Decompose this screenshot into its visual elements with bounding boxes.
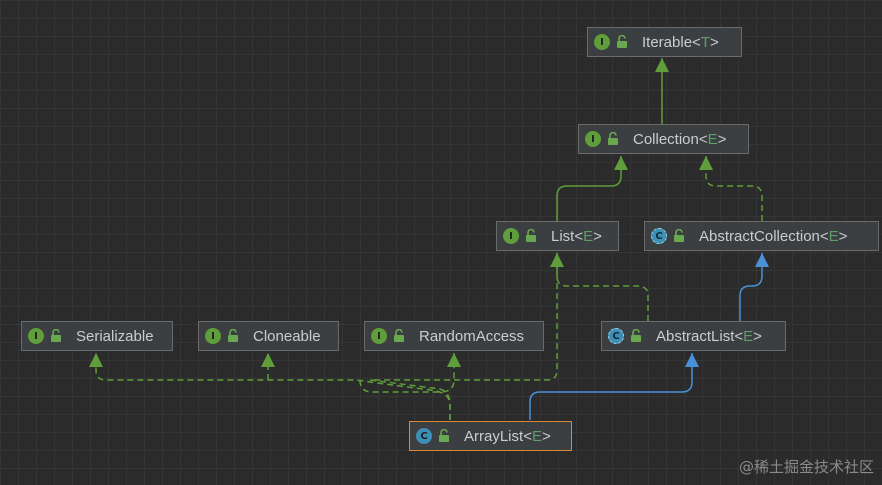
unlocked-icon — [617, 35, 627, 48]
arrowhead-abstractlist — [685, 353, 699, 367]
node-label: AbstractCollection < E > — [699, 228, 847, 245]
node-label: List < E > — [551, 228, 602, 245]
abstract-class-icon: C — [651, 228, 667, 244]
class-name: Iterable — [642, 33, 693, 51]
node-label: ArrayList < E > — [464, 428, 551, 445]
arrowhead-collection-left — [614, 156, 628, 170]
node-label: Collection < E > — [633, 131, 726, 148]
class-name: List — [551, 227, 575, 245]
edge-abstractcollection-collection — [705, 156, 763, 221]
node-cloneable[interactable]: I Cloneable — [198, 321, 339, 351]
node-label: Serializable — [76, 328, 154, 345]
type-parameter: T — [700, 33, 710, 51]
arrowhead-list — [550, 253, 564, 267]
interface-icon: I — [205, 328, 221, 344]
unlocked-icon — [394, 329, 404, 342]
unlocked-icon — [526, 229, 536, 242]
interface-icon: I — [585, 131, 601, 147]
node-label: RandomAccess — [419, 328, 524, 345]
class-name: AbstractCollection — [699, 227, 820, 245]
generic-close: > — [838, 227, 848, 245]
class-name: Cloneable — [253, 327, 321, 345]
node-label: Cloneable — [253, 328, 321, 345]
generic-open: < — [692, 33, 701, 51]
generic-open: < — [574, 227, 584, 245]
arrowhead-cloneable — [261, 353, 275, 367]
node-collection[interactable]: I Collection < E > — [578, 124, 749, 154]
unlocked-icon — [439, 429, 449, 442]
class-icon: C — [416, 428, 432, 444]
generic-open: < — [698, 130, 708, 148]
generic-close: > — [717, 130, 727, 148]
interface-icon: I — [28, 328, 44, 344]
type-parameter: E — [743, 327, 754, 345]
node-list[interactable]: I List < E > — [496, 221, 619, 251]
type-parameter: E — [531, 427, 542, 445]
interface-icon: I — [371, 328, 387, 344]
node-abstractcollection[interactable]: C AbstractCollection < E > — [644, 221, 879, 251]
arrowhead-abstractcollection — [755, 253, 769, 267]
generic-close: > — [709, 33, 719, 51]
class-name: RandomAccess — [419, 327, 525, 345]
interface-icon: I — [594, 34, 610, 50]
node-randomaccess[interactable]: I RandomAccess — [364, 321, 544, 351]
generic-open: < — [734, 327, 744, 345]
node-label: AbstractList < E > — [656, 328, 762, 345]
generic-close: > — [541, 427, 551, 445]
class-name: Collection — [633, 130, 699, 148]
node-label: Iterable < T > — [642, 34, 719, 51]
unlocked-icon — [631, 329, 641, 342]
node-arraylist[interactable]: C ArrayList < E > — [409, 421, 572, 451]
arrowhead-collection-right — [699, 156, 713, 170]
class-name: ArrayList — [464, 427, 524, 445]
generic-close: > — [753, 327, 762, 345]
interface-icon: I — [503, 228, 519, 244]
unlocked-icon — [674, 229, 684, 242]
unlocked-icon — [228, 329, 238, 342]
type-parameter: E — [583, 227, 594, 245]
edge-arraylist-randomaccess — [359, 353, 455, 393]
edge-list-collection — [556, 156, 622, 221]
edge-arraylist-abstractlist — [529, 353, 693, 420]
node-iterable[interactable]: I Iterable < T > — [587, 27, 742, 57]
class-name: Serializable — [76, 327, 154, 345]
generic-open: < — [819, 227, 829, 245]
node-abstractlist[interactable]: C AbstractList < E > — [601, 321, 786, 351]
edge-abstractlist-abstractcollection — [739, 253, 763, 321]
unlocked-icon — [51, 329, 61, 342]
class-name: AbstractList — [656, 327, 735, 345]
arrowhead-serializable — [89, 353, 103, 367]
unlocked-icon — [608, 132, 618, 145]
arrowhead-iterable — [655, 58, 669, 72]
generic-open: < — [523, 427, 532, 445]
arrowhead-randomaccess — [447, 353, 461, 367]
type-parameter: E — [707, 130, 718, 148]
node-serializable[interactable]: I Serializable — [21, 321, 173, 351]
type-parameter: E — [828, 227, 839, 245]
abstract-class-icon: C — [608, 328, 624, 344]
edge-abstractlist-list — [556, 253, 649, 321]
generic-close: > — [593, 227, 602, 245]
watermark: @稀土掘金技术社区 — [738, 458, 874, 476]
